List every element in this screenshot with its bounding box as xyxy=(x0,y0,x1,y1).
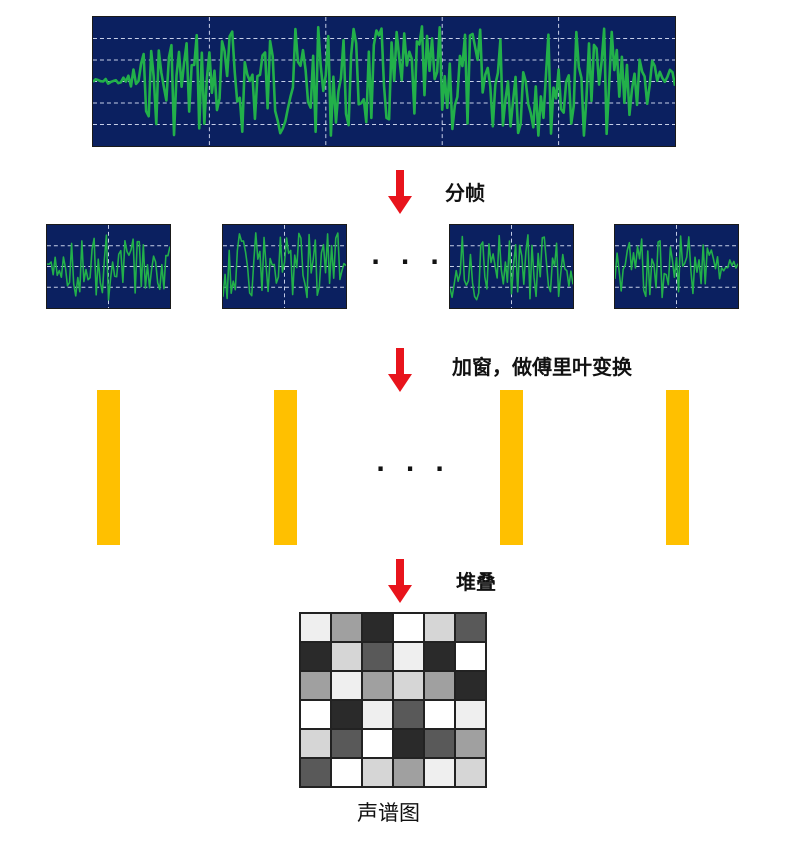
spectrogram-cell xyxy=(393,642,424,671)
waveform-line xyxy=(93,25,675,137)
spectrogram-cell xyxy=(362,729,393,758)
spectrogram-cell xyxy=(455,671,486,700)
spectrogram-cell xyxy=(424,729,455,758)
spectrogram-cell xyxy=(300,700,331,729)
spectrogram-cell xyxy=(331,642,362,671)
spectrogram-grid xyxy=(299,612,487,788)
spectrogram-cell xyxy=(331,613,362,642)
spectrogram-cell xyxy=(331,758,362,787)
step-label-framing: 分帧 xyxy=(445,181,485,205)
spectrogram-cell xyxy=(393,613,424,642)
spectrogram-cell xyxy=(424,613,455,642)
spectrogram-cell xyxy=(393,671,424,700)
spectrogram-cell xyxy=(362,613,393,642)
frame-waveform-4 xyxy=(615,225,738,308)
waveform-line xyxy=(615,235,738,299)
spectrogram-cell xyxy=(300,613,331,642)
spectrogram-cell xyxy=(455,613,486,642)
spectrogram-cell xyxy=(455,758,486,787)
frame-panel-1 xyxy=(46,224,171,309)
frame-waveform-3 xyxy=(450,225,573,308)
waveform-line xyxy=(450,234,573,301)
main-waveform-panel xyxy=(92,16,676,147)
spectrogram-cell xyxy=(300,642,331,671)
arrow-down-icon xyxy=(388,559,412,603)
spectrum-bar-3 xyxy=(500,390,523,545)
frame-panel-2 xyxy=(222,224,347,309)
spectrogram-cell xyxy=(424,700,455,729)
frame-panel-4 xyxy=(614,224,739,309)
spectrogram-cell xyxy=(393,700,424,729)
spectrogram-cell xyxy=(393,758,424,787)
spectrogram-cell xyxy=(424,642,455,671)
spectrogram-cell xyxy=(455,642,486,671)
waveform-line xyxy=(47,234,170,301)
spectrogram-cell xyxy=(300,729,331,758)
main-waveform xyxy=(93,17,675,146)
spectrogram-cell xyxy=(455,729,486,758)
spectrogram-cell xyxy=(300,671,331,700)
waveform-line xyxy=(223,232,346,300)
arrow-down-icon xyxy=(388,348,412,392)
spectrum-bar-1 xyxy=(97,390,120,545)
spectrogram-cell xyxy=(362,642,393,671)
spectrogram-cell xyxy=(331,700,362,729)
spectrogram-cell xyxy=(362,758,393,787)
spectrogram-cell xyxy=(424,671,455,700)
spectrogram-cell xyxy=(362,700,393,729)
frames-ellipsis: · · · xyxy=(371,248,446,276)
spectrogram-cell xyxy=(300,758,331,787)
frame-panel-3 xyxy=(449,224,574,309)
spectrogram-cell xyxy=(424,758,455,787)
spectrogram-cell xyxy=(393,729,424,758)
arrow-down-icon xyxy=(388,170,412,214)
frame-waveform-1 xyxy=(47,225,170,308)
spectrogram-caption: 声谱图 xyxy=(357,801,420,825)
spectrogram-cell xyxy=(455,700,486,729)
spectrogram-cell xyxy=(362,671,393,700)
spectrum-bar-2 xyxy=(274,390,297,545)
spectrogram-cell xyxy=(331,729,362,758)
spectrogram-cell xyxy=(331,671,362,700)
bars-ellipsis: · · · xyxy=(376,455,451,483)
step-label-stack: 堆叠 xyxy=(456,570,496,594)
spectrum-bar-4 xyxy=(666,390,689,545)
frame-waveform-2 xyxy=(223,225,346,308)
step-label-window-fft: 加窗，做傅里叶变换 xyxy=(452,355,632,379)
